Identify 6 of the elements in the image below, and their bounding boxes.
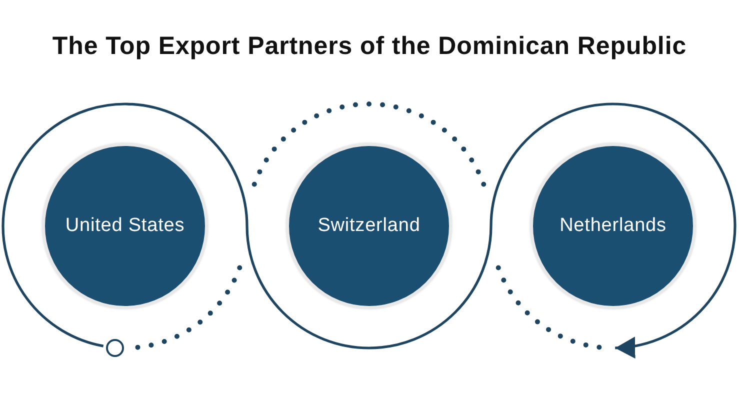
arrow bbox=[2, 102, 736, 358]
country-name: Switzerland bbox=[318, 214, 420, 238]
start-marker bbox=[106, 339, 124, 357]
diagram-title: The Top Export Partners of the Dominican Republic bbox=[52, 31, 687, 61]
country-name: United States bbox=[65, 214, 185, 238]
country-name: Netherlands bbox=[560, 214, 666, 238]
